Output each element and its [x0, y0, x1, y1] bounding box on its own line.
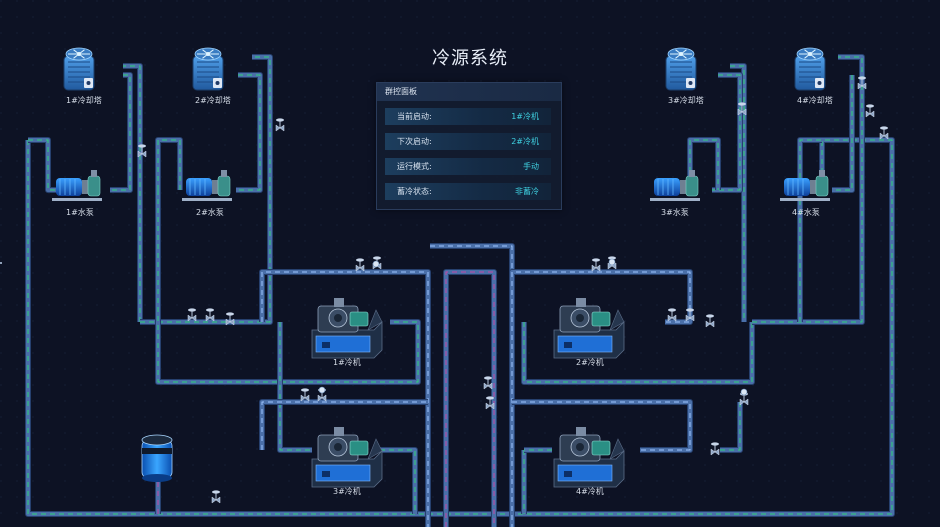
- valve-icon: [211, 490, 221, 504]
- chiller-label-4: 4#冷机: [576, 487, 604, 496]
- panel-row-key: 当前启动:: [397, 112, 432, 121]
- panel-row-next-start[interactable]: 下次启动: 2#冷机: [385, 133, 551, 150]
- chiller-label-1: 1#冷机: [333, 358, 361, 367]
- valve-icon: [667, 308, 677, 322]
- chiller-label-3: 3#冷机: [333, 487, 361, 496]
- valve-icon: [865, 104, 875, 118]
- pipe-segment: [797, 137, 822, 322]
- valve-icon: [225, 312, 235, 326]
- cooling-tower-3: [665, 47, 697, 91]
- gauge-icon: [740, 388, 748, 396]
- pipe-segment: [28, 137, 60, 193]
- panel-row-value: 2#冷机: [511, 137, 539, 146]
- pipe-segment: [521, 322, 755, 385]
- valve-icon: [355, 258, 365, 272]
- pump-label-4: 4#水泵: [792, 208, 820, 217]
- tank-icon: [141, 434, 173, 482]
- pump-icon: [650, 170, 700, 201]
- pipe-segment: [259, 399, 428, 450]
- pipe-segment: [687, 137, 721, 190]
- pipe-segment: [140, 54, 273, 325]
- valve-icon: [857, 76, 867, 90]
- cooling-tower-1: [63, 47, 95, 91]
- pipe-segment: [512, 399, 693, 453]
- pipe-segment: [25, 137, 895, 517]
- pump-icon: [182, 170, 232, 201]
- panel-row-value: 非蓄冷: [515, 187, 539, 196]
- panel-row-key: 运行模式:: [397, 162, 432, 171]
- pump-label-2: 2#水泵: [196, 208, 224, 217]
- cooling-tower-4: [794, 47, 826, 91]
- pipe-segment: [236, 72, 263, 193]
- pipe-segment: [720, 402, 743, 453]
- pipe-segment: [155, 190, 421, 385]
- valve-icon: [205, 308, 215, 322]
- gauge-icon: [608, 258, 616, 266]
- pipe-segment: [730, 63, 747, 322]
- fan-icon: [796, 47, 824, 61]
- equipment-layer: [52, 47, 889, 504]
- pipe-segment: [123, 63, 143, 322]
- valve-icon: [591, 258, 601, 272]
- gauge-icon: [372, 260, 380, 268]
- valve-icon: [710, 442, 720, 456]
- pump-icon: [780, 170, 830, 201]
- panel-title: 群控面板: [377, 83, 561, 101]
- valve-icon: [483, 376, 493, 390]
- valve-icon: [485, 396, 495, 410]
- valve-icon: [685, 308, 695, 322]
- pump-label-1: 1#水泵: [66, 208, 94, 217]
- valve-icon: [705, 314, 715, 328]
- pipe-segment: [752, 54, 865, 325]
- chiller-icon: [311, 298, 383, 359]
- panel-row-run-mode[interactable]: 运行模式: 手动: [385, 158, 551, 175]
- control-panel: 群控面板 当前启动: 1#冷机 下次启动: 2#冷机 运行模式: 手动 蓄冷状态…: [376, 82, 562, 210]
- tower-label-4: 4#冷却塔: [797, 96, 833, 105]
- pipe-network: [25, 54, 895, 527]
- valve-icon: [187, 308, 197, 322]
- chiller-label-2: 2#冷机: [576, 358, 604, 367]
- cooling-tower-2: [192, 47, 224, 91]
- panel-row-current-start[interactable]: 当前启动: 1#冷机: [385, 108, 551, 125]
- pipe-segment: [509, 269, 693, 325]
- panel-row-value: 手动: [523, 162, 539, 171]
- pipe-segment: [832, 75, 855, 193]
- valve-icon: [737, 102, 747, 116]
- valve-icon: [300, 388, 310, 402]
- tower-label-2: 2#冷却塔: [195, 96, 231, 105]
- pipe-segment: [712, 72, 743, 193]
- fan-icon: [65, 47, 93, 61]
- panel-row-key: 下次启动:: [397, 137, 432, 146]
- fan-icon: [194, 47, 222, 61]
- pipe-segment: [110, 72, 133, 193]
- edge-marker: [0, 262, 2, 264]
- valve-icon: [879, 126, 889, 140]
- panel-row-storage-state[interactable]: 蓄冷状态: 非蓄冷: [385, 183, 551, 200]
- pipe-segment: [443, 269, 497, 527]
- chiller-icon: [311, 427, 383, 488]
- pipe-segment: [430, 243, 515, 527]
- chiller-icon: [553, 298, 625, 359]
- pipe-segment: [380, 447, 418, 514]
- pump-label-3: 3#水泵: [661, 208, 689, 217]
- chiller-icon: [553, 427, 625, 488]
- tower-label-3: 3#冷却塔: [668, 96, 704, 105]
- tower-label-1: 1#冷却塔: [66, 96, 102, 105]
- pipe-segment: [277, 322, 312, 453]
- pump-icon: [52, 170, 102, 201]
- fan-icon: [667, 47, 695, 61]
- panel-row-value: 1#冷机: [511, 112, 539, 121]
- valve-icon: [137, 144, 147, 158]
- pipe-segment: [155, 137, 183, 190]
- gauge-icon: [318, 386, 326, 394]
- page-title: 冷源系统: [432, 48, 508, 69]
- valve-icon: [275, 118, 285, 132]
- panel-row-key: 蓄冷状态:: [397, 187, 432, 196]
